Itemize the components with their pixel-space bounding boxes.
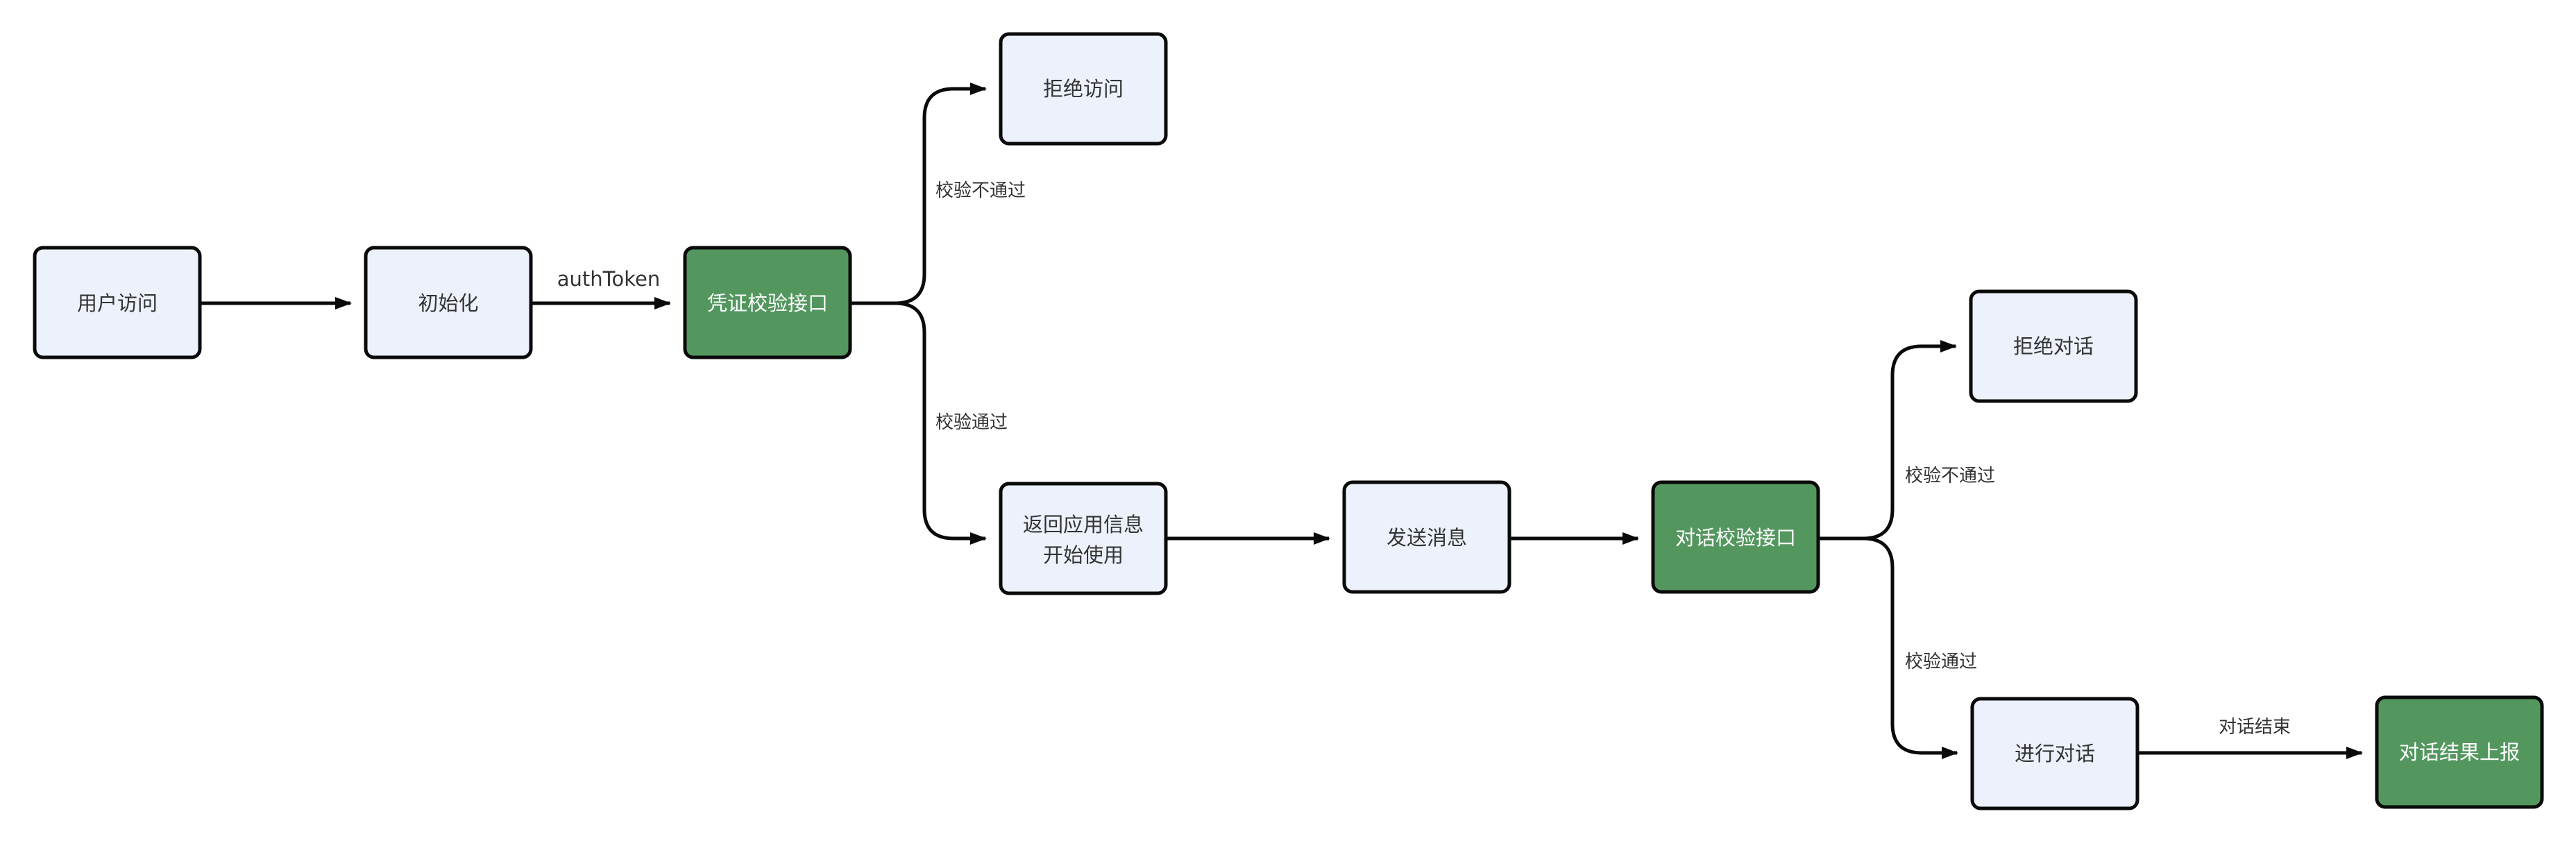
node-cred-check-label: 凭证校验接口 <box>707 291 828 315</box>
node-init-label: 初始化 <box>418 291 478 315</box>
node-deny-access-box <box>999 32 1168 146</box>
edges: authToken 校验不通过 校验通过 校验不通过 校验通过 对话结束 <box>200 83 2363 759</box>
edge-label-dialog-fail: 校验不通过 <box>1905 466 1995 486</box>
node-deny-access-label: 拒绝访问 <box>1043 77 1124 101</box>
node-send-msg: 发送消息 <box>1342 480 1511 594</box>
node-do-dialog-label: 进行对话 <box>2015 742 2095 765</box>
edge-label-cred-fail: 校验不通过 <box>935 180 1026 201</box>
node-dialog-check: 对话校验接口 <box>1651 480 1820 594</box>
edge-cred-fail-branch <box>850 83 987 305</box>
node-return-info-box <box>999 482 1168 595</box>
node-cred-check-box <box>683 246 852 359</box>
node-return-info-label-line2: 开始使用 <box>1043 543 1124 567</box>
node-report-result-label: 对话结果上报 <box>2399 740 2520 764</box>
node-deny-dialog-label: 拒绝对话 <box>2013 334 2094 358</box>
node-return-info: 返回应用信息 开始使用 <box>999 482 1168 595</box>
node-deny-dialog-box <box>1969 289 2138 403</box>
node-dialog-check-box <box>1651 480 1820 594</box>
node-deny-dialog: 拒绝对话 <box>1969 289 2138 403</box>
node-user-access: 用户访问 <box>33 246 202 359</box>
node-do-dialog-box <box>1970 697 2139 810</box>
edge-label-cred-pass: 校验通过 <box>935 412 1008 433</box>
edge-label-dialog-pass: 校验通过 <box>1905 652 1977 672</box>
node-send-msg-box <box>1342 480 1511 594</box>
node-send-msg-label: 发送消息 <box>1387 526 1467 550</box>
node-report-result: 对话结果上报 <box>2375 695 2544 809</box>
edge-label-dialog-end: 对话结束 <box>2219 717 2291 738</box>
node-cred-check: 凭证校验接口 <box>683 246 852 359</box>
edge-cred-pass-branch <box>850 301 987 545</box>
edge-dialog-pass-branch <box>1818 536 1958 759</box>
node-report-result-box <box>2375 695 2544 809</box>
edge-label-authtoken: authToken <box>557 267 660 291</box>
node-dialog-check-label: 对话校验接口 <box>1675 526 1796 550</box>
node-user-access-label: 用户访问 <box>77 291 158 315</box>
node-user-access-box <box>33 246 202 359</box>
node-init: 初始化 <box>364 246 533 359</box>
node-init-box <box>364 246 533 359</box>
node-do-dialog: 进行对话 <box>1970 697 2139 810</box>
node-return-info-label-line1: 返回应用信息 <box>1023 513 1144 536</box>
node-deny-access: 拒绝访问 <box>999 32 1168 146</box>
edge-dialog-fail-branch <box>1818 340 1957 541</box>
